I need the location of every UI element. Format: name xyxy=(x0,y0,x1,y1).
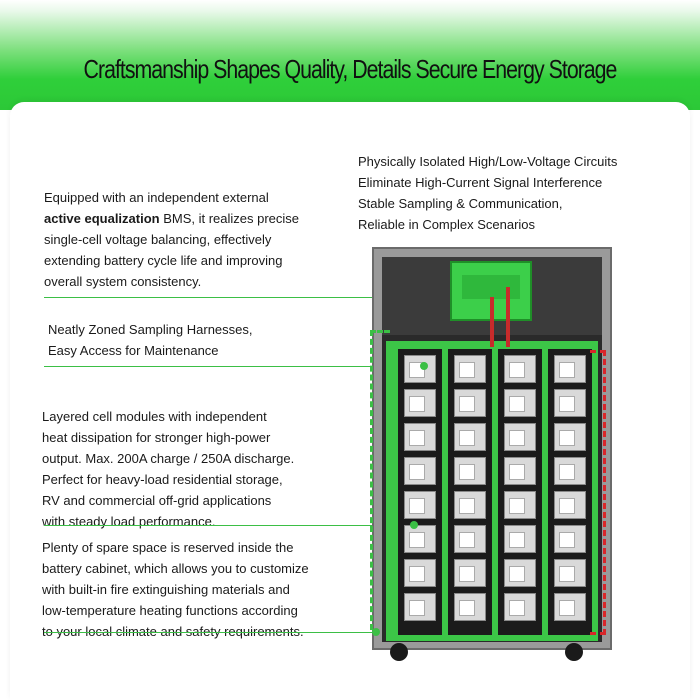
callout-space-line5: to your local climate and safety require… xyxy=(42,624,304,639)
cell xyxy=(404,423,436,451)
callout-layered-line6: with steady load performance. xyxy=(42,514,216,529)
callout-layered-line1: Layered cell modules with independent xyxy=(42,409,267,424)
callout-layered-leader xyxy=(44,525,414,526)
callout-harness-line2: Easy Access for Maintenance xyxy=(48,343,219,358)
cell xyxy=(404,525,436,553)
zone-marker-green-left xyxy=(370,330,373,630)
cell xyxy=(504,525,536,553)
cell xyxy=(404,457,436,485)
header-banner xyxy=(0,0,700,110)
zone-marker-red-right xyxy=(603,350,606,635)
callout-space-leader xyxy=(44,632,374,633)
leader-dot-space xyxy=(372,628,380,636)
callout-bms-leader xyxy=(44,297,440,298)
callout-harness: Neatly Zoned Sampling Harnesses, Easy Ac… xyxy=(48,319,348,361)
callout-bms-line5: overall system consistency. xyxy=(44,274,202,289)
cell xyxy=(404,593,436,621)
leader-dot-layered xyxy=(410,521,418,529)
cell-column-3 xyxy=(498,349,542,635)
cell xyxy=(504,389,536,417)
cabinet-wheel-right xyxy=(565,643,583,661)
cell xyxy=(454,491,486,519)
callout-isolated: Physically Isolated High/Low-Voltage Cir… xyxy=(358,151,678,235)
cell xyxy=(404,355,436,383)
callout-isolated-line4: Reliable in Complex Scenarios xyxy=(358,217,536,232)
callout-bms-bold: active equalization xyxy=(44,211,160,226)
cell xyxy=(454,593,486,621)
power-cable xyxy=(490,297,494,347)
cell xyxy=(504,559,536,587)
callout-layered-line2: heat dissipation for stronger high-power xyxy=(42,430,271,445)
cell xyxy=(554,525,586,553)
zone-marker-red-bottom xyxy=(590,632,606,635)
callout-bms-line2: active equalization BMS, it realizes pre… xyxy=(44,208,344,229)
callout-bms-line4: extending battery cycle life and improvi… xyxy=(44,253,283,268)
cell xyxy=(404,491,436,519)
cell xyxy=(404,559,436,587)
callout-isolated-line3: Stable Sampling & Communication, xyxy=(358,196,563,211)
callout-bms-line2-rest: BMS, it realizes precise xyxy=(159,211,300,226)
cell xyxy=(504,491,536,519)
cell-column-1 xyxy=(398,349,442,635)
cell xyxy=(454,423,486,451)
callout-isolated-line1: Physically Isolated High/Low-Voltage Cir… xyxy=(358,154,618,169)
callout-harness-leader xyxy=(44,366,424,367)
callout-bms: Equipped with an independent external ac… xyxy=(44,187,344,292)
callout-layered: Layered cell modules with independent he… xyxy=(42,406,352,532)
callout-bms-line1: Equipped with an independent external xyxy=(44,190,269,205)
cell xyxy=(454,355,486,383)
cell xyxy=(454,525,486,553)
zone-marker-red-top xyxy=(590,350,606,353)
cell xyxy=(504,593,536,621)
zone-marker-green-top xyxy=(370,330,390,333)
callout-isolated-line2: Eliminate High-Current Signal Interferen… xyxy=(358,175,603,190)
cell xyxy=(454,457,486,485)
power-cable xyxy=(506,287,510,347)
callout-bms-line3: single-cell voltage balancing, effective… xyxy=(44,232,272,247)
cell xyxy=(554,355,586,383)
cabinet-wheel-left xyxy=(390,643,408,661)
callout-harness-line1: Neatly Zoned Sampling Harnesses, xyxy=(48,322,253,337)
bms-label-plate xyxy=(462,275,520,299)
cabinet-interior xyxy=(382,257,602,642)
callout-space-line2: battery cabinet, which allows you to cus… xyxy=(42,561,309,576)
callout-space: Plenty of spare space is reserved inside… xyxy=(42,537,362,642)
cell xyxy=(554,559,586,587)
cell-column-4 xyxy=(548,349,592,635)
battery-cabinet-image xyxy=(372,247,612,650)
callout-layered-line3: output. Max. 200A charge / 250A discharg… xyxy=(42,451,295,466)
cell xyxy=(554,593,586,621)
cell xyxy=(504,423,536,451)
cell xyxy=(554,389,586,417)
cell-column-2 xyxy=(448,349,492,635)
callout-space-line4: low-temperature heating functions accord… xyxy=(42,603,298,618)
cell xyxy=(404,389,436,417)
page-title: Craftsmanship Shapes Quality, Details Se… xyxy=(83,54,618,84)
callout-space-line3: with built-in fire extinguishing materia… xyxy=(42,582,290,597)
cell xyxy=(454,389,486,417)
cell xyxy=(504,457,536,485)
cell xyxy=(504,355,536,383)
callout-layered-line4: Perfect for heavy-load residential stora… xyxy=(42,472,283,487)
cell xyxy=(554,423,586,451)
callout-space-line1: Plenty of spare space is reserved inside… xyxy=(42,540,294,555)
cell xyxy=(454,559,486,587)
leader-dot-harness xyxy=(420,362,428,370)
cell xyxy=(554,457,586,485)
cell xyxy=(554,491,586,519)
callout-layered-line5: RV and commercial off-grid applications xyxy=(42,493,272,508)
